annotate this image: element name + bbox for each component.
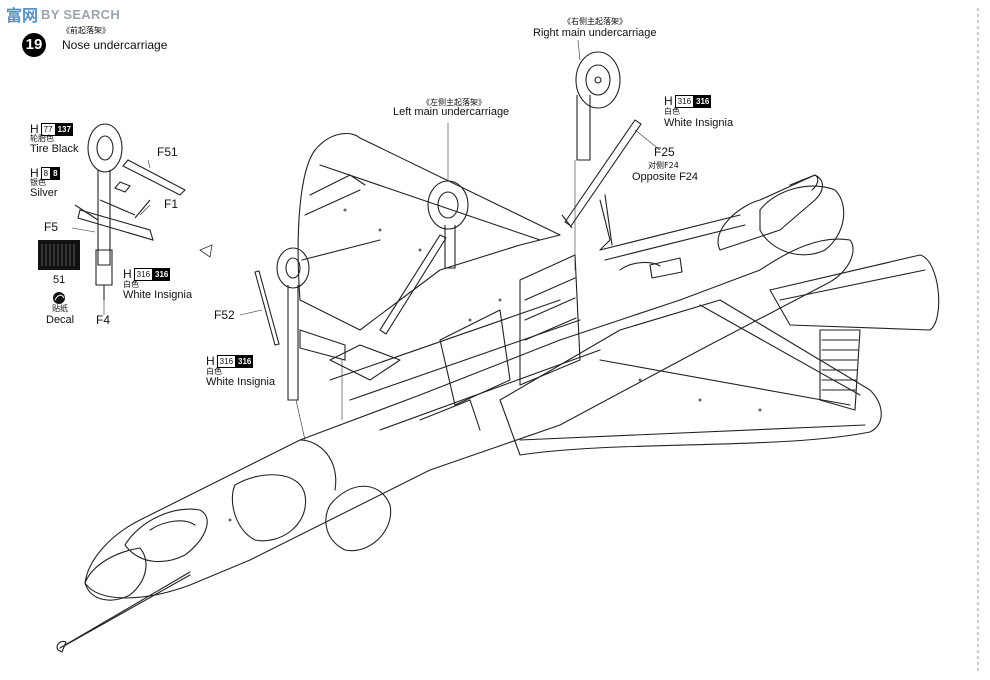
step-title-cn: 《前起落架》 bbox=[62, 26, 110, 35]
nose-strut bbox=[97, 170, 111, 266]
paint-code-black: 316 bbox=[694, 94, 712, 108]
paint-prefix: H bbox=[664, 94, 673, 108]
nose-insignia-callout: H 316 316 bbox=[123, 265, 171, 283]
intake-left bbox=[231, 474, 307, 542]
step-title: Nose undercarriage bbox=[62, 38, 168, 52]
wing-right bbox=[499, 299, 882, 456]
paint-code-black: 8 bbox=[51, 166, 60, 180]
watermark-text: BY SEARCH bbox=[41, 6, 121, 22]
paint-prefix: H bbox=[206, 354, 215, 368]
exhaust bbox=[759, 185, 845, 256]
nose-insignia-cn: 白色 bbox=[123, 280, 139, 289]
nose-link-f5 bbox=[77, 209, 154, 241]
paint-code-box: 316 bbox=[674, 94, 695, 108]
decal-cn: 贴纸 bbox=[52, 304, 68, 313]
paint-prefix: H bbox=[30, 166, 39, 180]
right-main-cn: 《右侧主起落架》 bbox=[563, 17, 627, 26]
nose-door-f51 bbox=[122, 159, 186, 196]
fin bbox=[717, 174, 824, 251]
paint-code-box: 316 bbox=[133, 267, 154, 281]
watermark-mark: 网 bbox=[22, 6, 39, 25]
part-f51: F51 bbox=[157, 145, 178, 159]
part-f4: F4 bbox=[96, 313, 111, 327]
right-insignia-cn: 白色 bbox=[664, 107, 680, 116]
part-f25: F25 bbox=[654, 145, 675, 159]
part-f25-opposite: Opposite F24 bbox=[632, 171, 699, 183]
nose-tire-en: Tire Black bbox=[30, 143, 79, 155]
nose-wheel bbox=[87, 123, 123, 173]
left-insignia-cn: 白色 bbox=[206, 367, 222, 376]
wheel-well-left bbox=[329, 344, 401, 381]
part-f25-cn: 对侧F24 bbox=[648, 161, 679, 170]
nose-silver-cn: 银色 bbox=[30, 178, 46, 187]
refuel-probe bbox=[59, 571, 191, 649]
fuselage-outline bbox=[84, 238, 854, 599]
nose-insignia-en: White Insignia bbox=[123, 289, 193, 301]
left-main-wheel bbox=[427, 180, 469, 230]
right-main-wheel bbox=[575, 51, 621, 109]
paint-prefix: H bbox=[123, 267, 132, 281]
decal-label: Decal bbox=[46, 314, 75, 326]
left-insignia-callout: H 316 316 bbox=[206, 352, 254, 370]
nose-cone bbox=[84, 547, 147, 601]
watermark-cn: 富 bbox=[6, 6, 23, 25]
paint-prefix: H bbox=[30, 122, 39, 136]
paint-code-box: 77 bbox=[40, 122, 56, 136]
part-f1: F1 bbox=[164, 197, 179, 211]
decal-patch bbox=[38, 240, 80, 304]
orientation-arrow bbox=[199, 244, 213, 258]
paint-code-black: 316 bbox=[236, 354, 254, 368]
part-f52: F52 bbox=[214, 308, 235, 322]
right-insignia-callout: H 316 316 bbox=[664, 92, 712, 110]
right-insignia-en: White Insignia bbox=[664, 117, 734, 129]
left-main-brace bbox=[379, 234, 447, 335]
paint-code-box: 316 bbox=[216, 354, 237, 368]
left-insignia-en: White Insignia bbox=[206, 376, 276, 388]
paint-code-black: 137 bbox=[55, 122, 73, 136]
wheel-well-right bbox=[519, 254, 581, 386]
f52-strut bbox=[254, 270, 280, 346]
step-number-badge: 19 bbox=[22, 33, 46, 57]
paint-code-black: 316 bbox=[153, 267, 171, 281]
nose-tire-cn: 轮胎色 bbox=[30, 134, 54, 143]
nose-silver-en: Silver bbox=[30, 187, 58, 199]
nose-silver-callout: H 8 8 bbox=[30, 164, 60, 182]
left-outer-wheel bbox=[276, 247, 310, 289]
watermark-logo: 富 网 BY SEARCH bbox=[6, 4, 121, 25]
decal-number: 51 bbox=[53, 274, 66, 286]
paint-code-box: 8 bbox=[40, 166, 52, 180]
tailplane bbox=[769, 254, 940, 331]
left-main-cn: 《左侧主起落架》 bbox=[422, 98, 486, 107]
part-f5: F5 bbox=[44, 220, 59, 234]
right-main-title: Right main undercarriage bbox=[533, 27, 657, 39]
intake-right bbox=[325, 485, 392, 552]
wing-left bbox=[297, 132, 561, 331]
nose-tire-callout: H 77 137 bbox=[30, 120, 73, 138]
left-main-title: Left main undercarriage bbox=[393, 106, 510, 118]
canopy bbox=[124, 508, 208, 563]
